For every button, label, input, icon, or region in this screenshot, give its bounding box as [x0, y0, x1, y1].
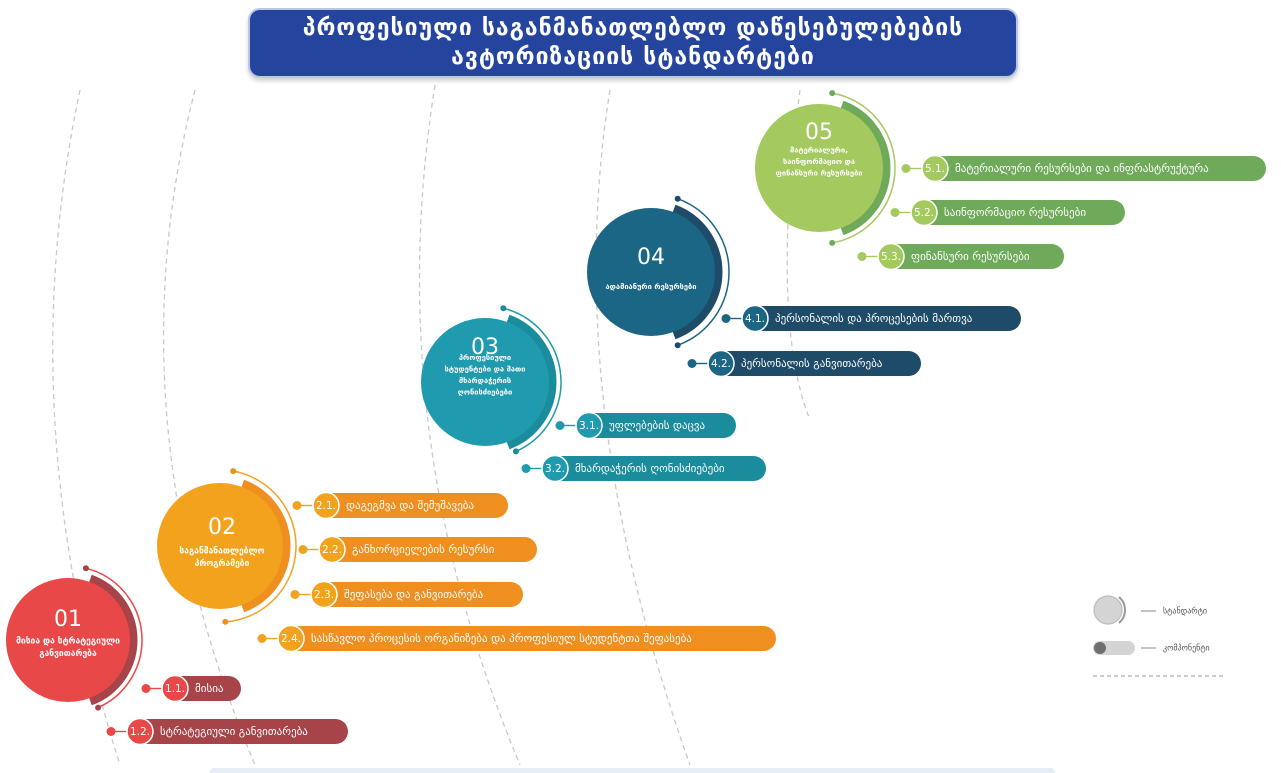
component-badge: [575, 411, 603, 440]
component-5-2[interactable]: 5.2.საინფორმაციო რესურსები: [890, 198, 1126, 227]
component-badge: [277, 624, 305, 653]
component-anchor-dot: [521, 464, 531, 473]
component-anchor-dot: [721, 314, 731, 323]
component-2-2[interactable]: 2.2.განხორციელების რესურსი: [298, 535, 538, 564]
standard-circle[interactable]: [157, 483, 283, 609]
standard-circle[interactable]: [755, 104, 883, 232]
orbit-arc: [85, 567, 143, 709]
orbit-end-dot: [674, 195, 681, 202]
circle-side-band: [672, 204, 723, 340]
component-2-4[interactable]: 2.4.სასწავლო პროცესის ორგანიზება და პროფ…: [257, 624, 777, 653]
bg-dashed-arc: [52, 89, 121, 766]
standard-circle[interactable]: [421, 318, 549, 446]
component-pill[interactable]: [319, 537, 537, 562]
bg-dashed-arc: [418, 84, 521, 766]
component-anchor-dot: [290, 590, 300, 599]
orbit-end-dot: [829, 239, 836, 246]
component-badge: [310, 580, 338, 609]
component-badge: [126, 717, 154, 746]
orbit-end-dot: [222, 618, 229, 625]
component-pill[interactable]: [127, 719, 348, 744]
component-badge: [921, 154, 949, 183]
component-pill[interactable]: [278, 626, 776, 651]
standard-circle[interactable]: [6, 578, 130, 702]
component-anchor-dot: [555, 421, 565, 430]
component-anchor-dot: [857, 252, 867, 261]
component-4-1[interactable]: 4.1.პერსონალის და პროცესების მართვა: [721, 304, 1022, 333]
circle-side-band: [840, 100, 891, 236]
circle-side-band: [240, 479, 291, 613]
component-pill[interactable]: [911, 200, 1125, 225]
component-badge: [312, 491, 340, 520]
component-anchor-dot: [292, 501, 302, 510]
orbit-end-dot: [674, 342, 681, 349]
legend-component-dot: [1094, 642, 1106, 654]
orbit-end-dot: [95, 704, 102, 711]
circle-side-band: [506, 314, 557, 450]
component-1-2[interactable]: 1.2.სტრატეგიული განვითარება: [106, 717, 349, 746]
circle-side-band: [88, 574, 138, 706]
component-anchor-dot: [106, 727, 116, 736]
component-badge: [541, 454, 569, 483]
component-pill[interactable]: [542, 456, 766, 481]
component-anchor-dot: [298, 545, 308, 554]
standard-02[interactable]: 02საგანმანათლებლოპროგრამები2.1.დაგეგმვა …: [157, 468, 777, 653]
legend-standard-label: სტანდარტი: [1163, 606, 1207, 616]
component-badge: [318, 535, 346, 564]
component-pill[interactable]: [313, 493, 508, 518]
legend-standard-icon: [1093, 595, 1123, 625]
component-2-3[interactable]: 2.3.შეფასება და განვითარება: [290, 580, 524, 609]
orbit-arc: [225, 470, 297, 623]
title-line-2: ავტორიზაციის სტანდარტები: [451, 44, 815, 70]
standard-circle[interactable]: [587, 208, 715, 336]
orbit-end-dot: [500, 305, 507, 312]
component-anchor-dot: [890, 208, 900, 217]
component-2-1[interactable]: 2.1.დაგეგმვა და შემუშავება: [292, 491, 509, 520]
title-line-1: პროფესიული საგანმანათლებლო დაწესებულებებ…: [302, 15, 964, 41]
orbit-end-dot: [230, 468, 237, 475]
component-pill[interactable]: [311, 582, 523, 607]
component-pill[interactable]: [878, 244, 1064, 269]
component-3-1[interactable]: 3.1.უფლებების დაცვა: [555, 411, 737, 440]
orbit-end-dot: [829, 90, 836, 97]
component-pill[interactable]: [922, 156, 1266, 181]
component-5-1[interactable]: 5.1.მატერიალური რესურსები და ინფრასტრუქტ…: [901, 154, 1267, 183]
bg-dashed-arc: [162, 89, 256, 766]
component-anchor-dot: [257, 634, 267, 643]
orbit-arc: [503, 307, 562, 453]
component-4-2[interactable]: 4.2.პერსონალის განვითარება: [687, 349, 922, 378]
page-title: პროფესიული საგანმანათლებლო დაწესებულებებ…: [248, 8, 1018, 78]
component-anchor-dot: [141, 684, 151, 693]
component-pill[interactable]: [708, 351, 921, 376]
component-1-1[interactable]: 1.1.მისია: [141, 674, 242, 703]
component-anchor-dot: [687, 359, 697, 368]
component-anchor-dot: [901, 164, 911, 173]
orbit-end-dot: [82, 565, 89, 572]
orbit-arc: [677, 197, 730, 347]
component-pill[interactable]: [576, 413, 736, 438]
component-5-3[interactable]: 5.3.ფინანსური რესურსები: [857, 242, 1065, 271]
legend: სტანდარტი კომპონენტი: [1093, 595, 1223, 677]
component-3-2[interactable]: 3.2.მხარდაჭერის ღონისძიებები: [521, 454, 767, 483]
component-pill[interactable]: [742, 306, 1021, 331]
legend-component-label: კომპონენტი: [1163, 643, 1210, 653]
component-badge: [877, 242, 905, 271]
bottom-strip: [210, 768, 1055, 773]
component-badge: [741, 304, 769, 333]
orbit-end-dot: [512, 448, 519, 455]
component-badge: [910, 198, 938, 227]
component-badge: [707, 349, 735, 378]
legend-standard-arc: [1118, 596, 1126, 624]
orbit-arc: [832, 92, 896, 244]
component-badge: [161, 674, 189, 703]
